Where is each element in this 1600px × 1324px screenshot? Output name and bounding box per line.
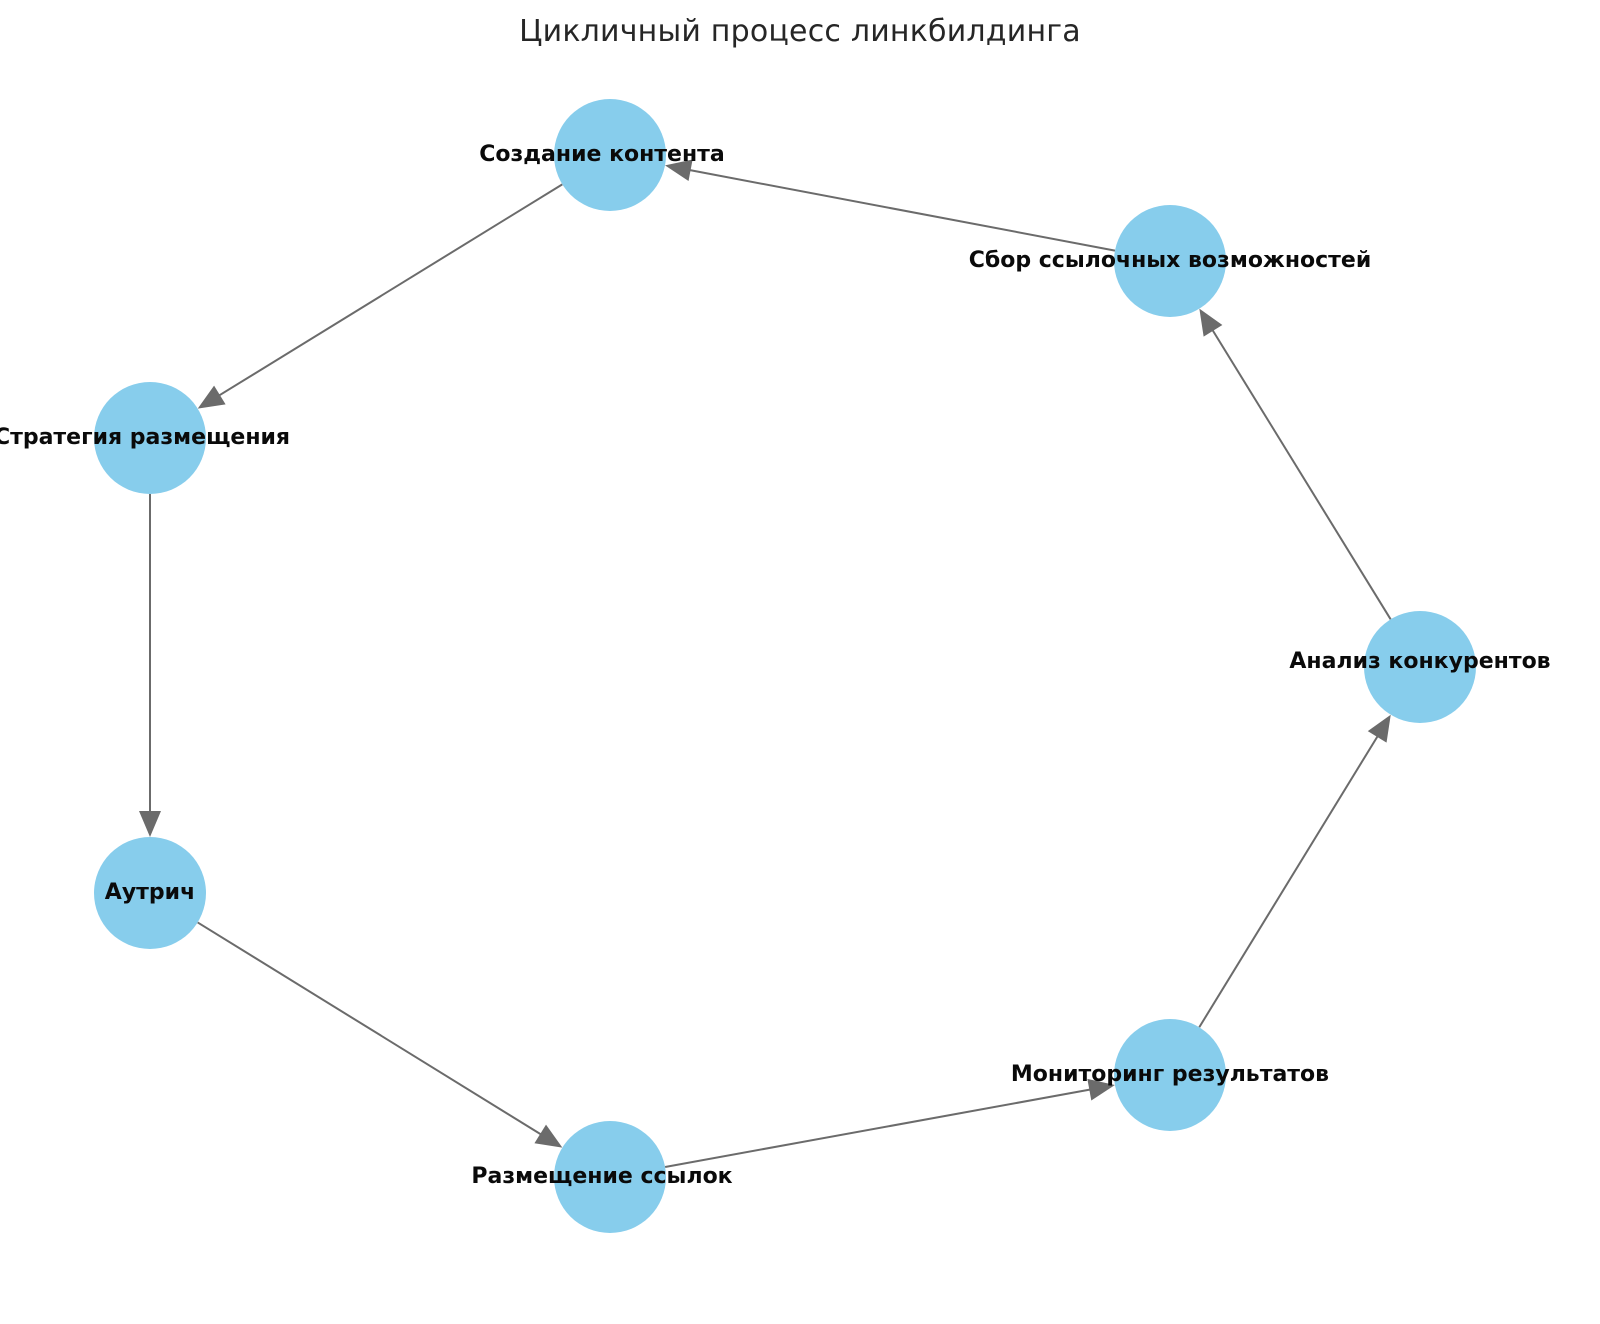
edge-content-to-strategy (215, 183, 563, 398)
node-content[interactable] (554, 99, 666, 211)
node-opportunity[interactable] (1114, 205, 1226, 317)
edge-outreach-to-placement (197, 921, 545, 1137)
node-strategy[interactable] (94, 382, 206, 494)
arrowhead-icon-opportunity-to-content (665, 159, 693, 182)
arrowhead-icon-content-to-strategy (197, 385, 226, 409)
arrowhead-icon-competitors-to-opportunity (1199, 308, 1223, 337)
arrowhead-icon-strategy-to-outreach (139, 811, 161, 837)
edge-monitoring-to-competitors (1198, 733, 1381, 1028)
nodes-layer (94, 99, 1476, 1233)
node-placement[interactable] (554, 1121, 666, 1233)
edges-layer (139, 159, 1392, 1168)
edge-placement-to-monitoring (664, 1088, 1094, 1168)
edge-opportunity-to-content (686, 168, 1116, 252)
node-competitors[interactable] (1364, 611, 1476, 723)
node-monitoring[interactable] (1114, 1019, 1226, 1131)
node-outreach[interactable] (94, 837, 206, 949)
chart-title: Цикличный процесс линкбилдинга (519, 14, 1081, 49)
arrowhead-icon-placement-to-monitoring (1087, 1078, 1115, 1101)
edge-competitors-to-opportunity (1210, 326, 1392, 620)
arrowhead-icon-outreach-to-placement (534, 1124, 563, 1148)
arrowhead-icon-monitoring-to-competitors (1367, 714, 1391, 743)
